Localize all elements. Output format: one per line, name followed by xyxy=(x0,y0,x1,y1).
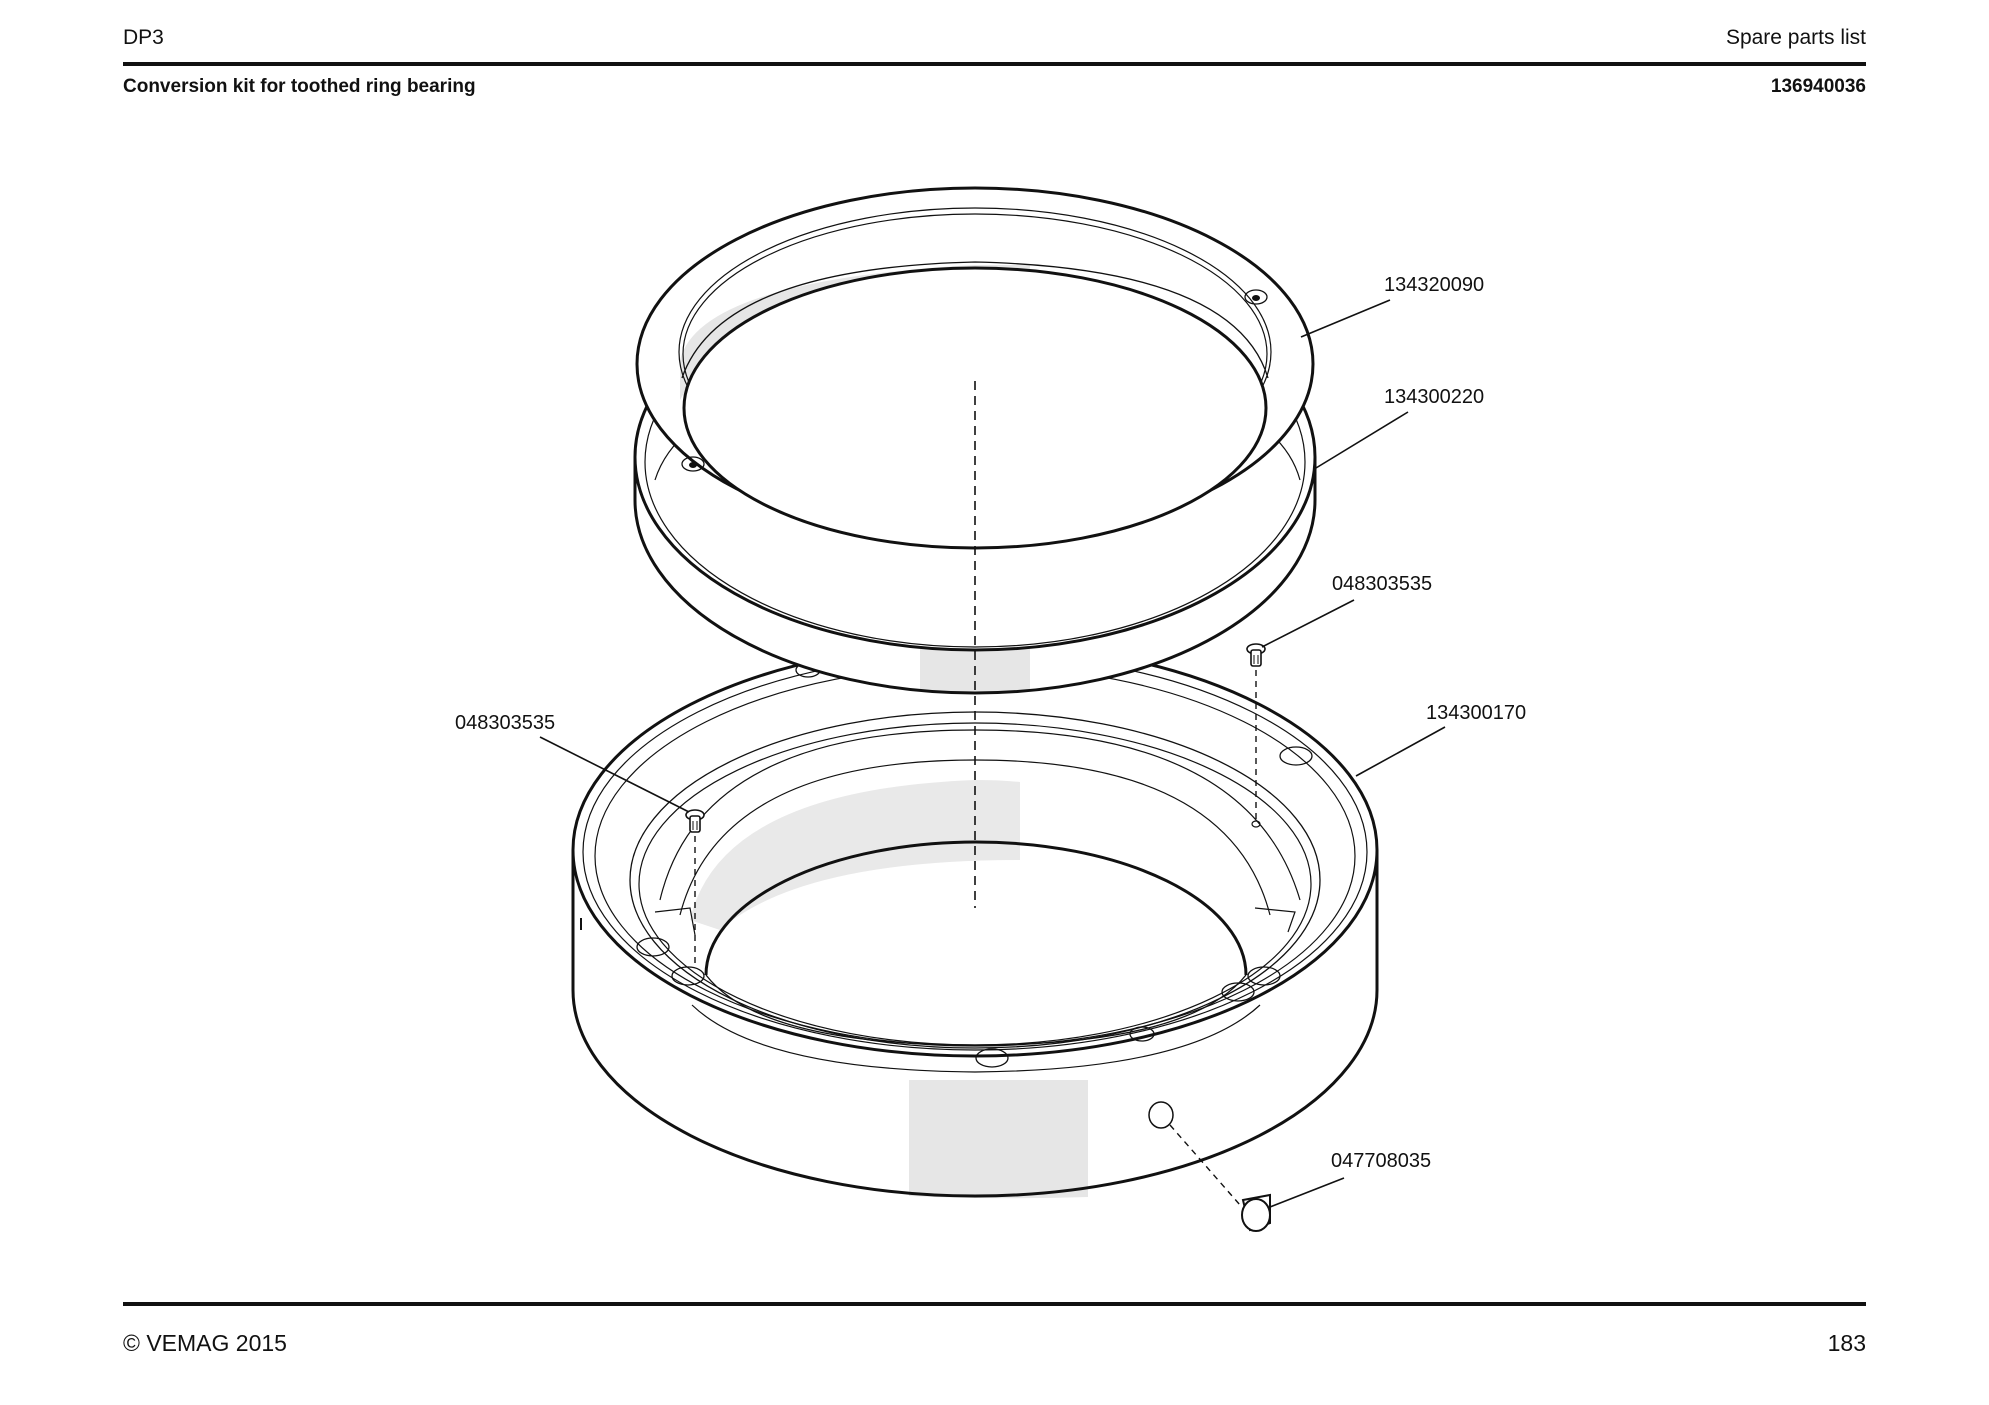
screw-right xyxy=(1246,643,1266,667)
housing-ring xyxy=(571,642,1379,1199)
leader-134300220 xyxy=(1315,411,1409,469)
callout-047708035: 047708035 xyxy=(1331,1150,1431,1172)
header-rule xyxy=(123,62,1866,66)
screw-left xyxy=(685,809,705,833)
kit-number: 136940036 xyxy=(1770,76,1866,97)
page-header: DP3 Spare parts list xyxy=(123,26,1866,62)
leader-134300170 xyxy=(1355,726,1446,777)
page-subheader: Conversion kit for toothed ring bearing … xyxy=(123,76,1866,98)
callout-048303535-left: 048303535 xyxy=(455,712,555,734)
leader-048303535-right xyxy=(1261,599,1355,648)
footer-rule xyxy=(123,1302,1866,1306)
plug-axis xyxy=(1169,1124,1241,1206)
copyright-notice: © VEMAG 2015 xyxy=(123,1330,287,1356)
leader-048303535-left xyxy=(539,736,690,813)
page-number: 183 xyxy=(1827,1330,1866,1356)
callout-134300220: 134300220 xyxy=(1384,386,1484,408)
leader-134320090 xyxy=(1300,299,1391,338)
assembly-title: Conversion kit for toothed ring bearing xyxy=(123,76,476,97)
callout-134320090: 134320090 xyxy=(1384,274,1484,296)
page-footer: © VEMAG 2015 183 xyxy=(123,1330,1866,1357)
product-name: DP3 xyxy=(123,26,164,49)
callout-134300170: 134300170 xyxy=(1426,702,1526,724)
plug xyxy=(1241,1193,1271,1232)
leader-047708035 xyxy=(1269,1177,1345,1208)
document-type: Spare parts list xyxy=(1725,26,1866,49)
callout-048303535-right: 048303535 xyxy=(1332,573,1432,595)
